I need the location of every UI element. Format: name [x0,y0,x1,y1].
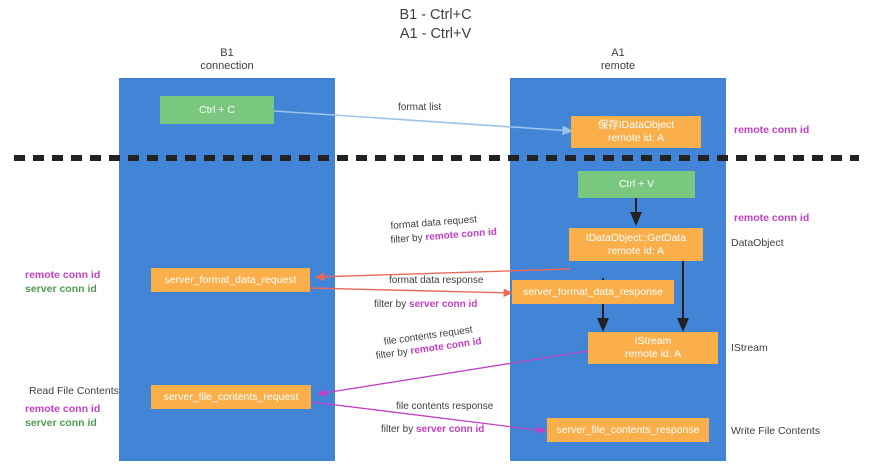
edge-label-format-list: format list [398,102,442,113]
edge-label-format-data-response: format data response [389,275,484,286]
node-save-idataobject[interactable]: 保存IDataObject remote id: A [571,116,701,148]
node-istream[interactable]: IStream remote id: A [588,332,718,364]
annotation-istream: IStream [731,342,768,354]
filter-prefix: filter by [381,424,417,435]
annotation-read-file-contents: Read File Contents [29,385,119,397]
node-ctrl-v[interactable]: Ctrl + V [578,171,695,198]
annotation-left-remote-conn-id-low: remote conn id [25,403,101,415]
page-title: B1 - Ctrl+C A1 - Ctrl+V [399,7,472,42]
annotation-left-remote-conn-id-mid: remote conn id [25,269,101,281]
filter-prefix: filter by [390,232,426,246]
node-server-format-data-response[interactable]: server_format_data_response [512,280,674,304]
annotation-left-server-conn-id-mid: server conn id [25,283,97,295]
filter-key-server-conn-id: server conn id [409,299,478,310]
annotation-left-server-conn-id-low: server conn id [25,417,97,429]
node-server-file-contents-request[interactable]: server_file_contents_request [151,385,311,409]
edge-label-file-contents-response: file contents response [396,401,494,412]
filter-key-server-conn-id: server conn id [416,424,485,435]
phase-divider [14,155,859,161]
column-title-b1: B1 connection [200,47,254,72]
annotation-write-file-contents: Write File Contents [731,425,821,437]
edge-label-file-contents-response-filter: filter by server conn id [381,423,484,436]
annotation-remote-conn-id-mid: remote conn id [734,212,810,224]
node-ctrl-c[interactable]: Ctrl + C [160,96,274,124]
node-idataobject-getdata[interactable]: IDataObject::GetData remote id: A [569,228,703,261]
node-server-format-data-request[interactable]: server_format_data_request [151,268,310,292]
edge-label-format-data-response-filter: filter by server conn id [374,298,477,311]
column-title-a1: A1 remote [600,47,636,72]
filter-prefix: filter by [375,346,412,362]
annotation-remote-conn-id-top: remote conn id [734,124,810,136]
annotation-dataobject: DataObject [731,237,784,249]
filter-prefix: filter by [374,299,410,310]
node-server-file-contents-response[interactable]: server_file_contents_response [547,418,709,442]
